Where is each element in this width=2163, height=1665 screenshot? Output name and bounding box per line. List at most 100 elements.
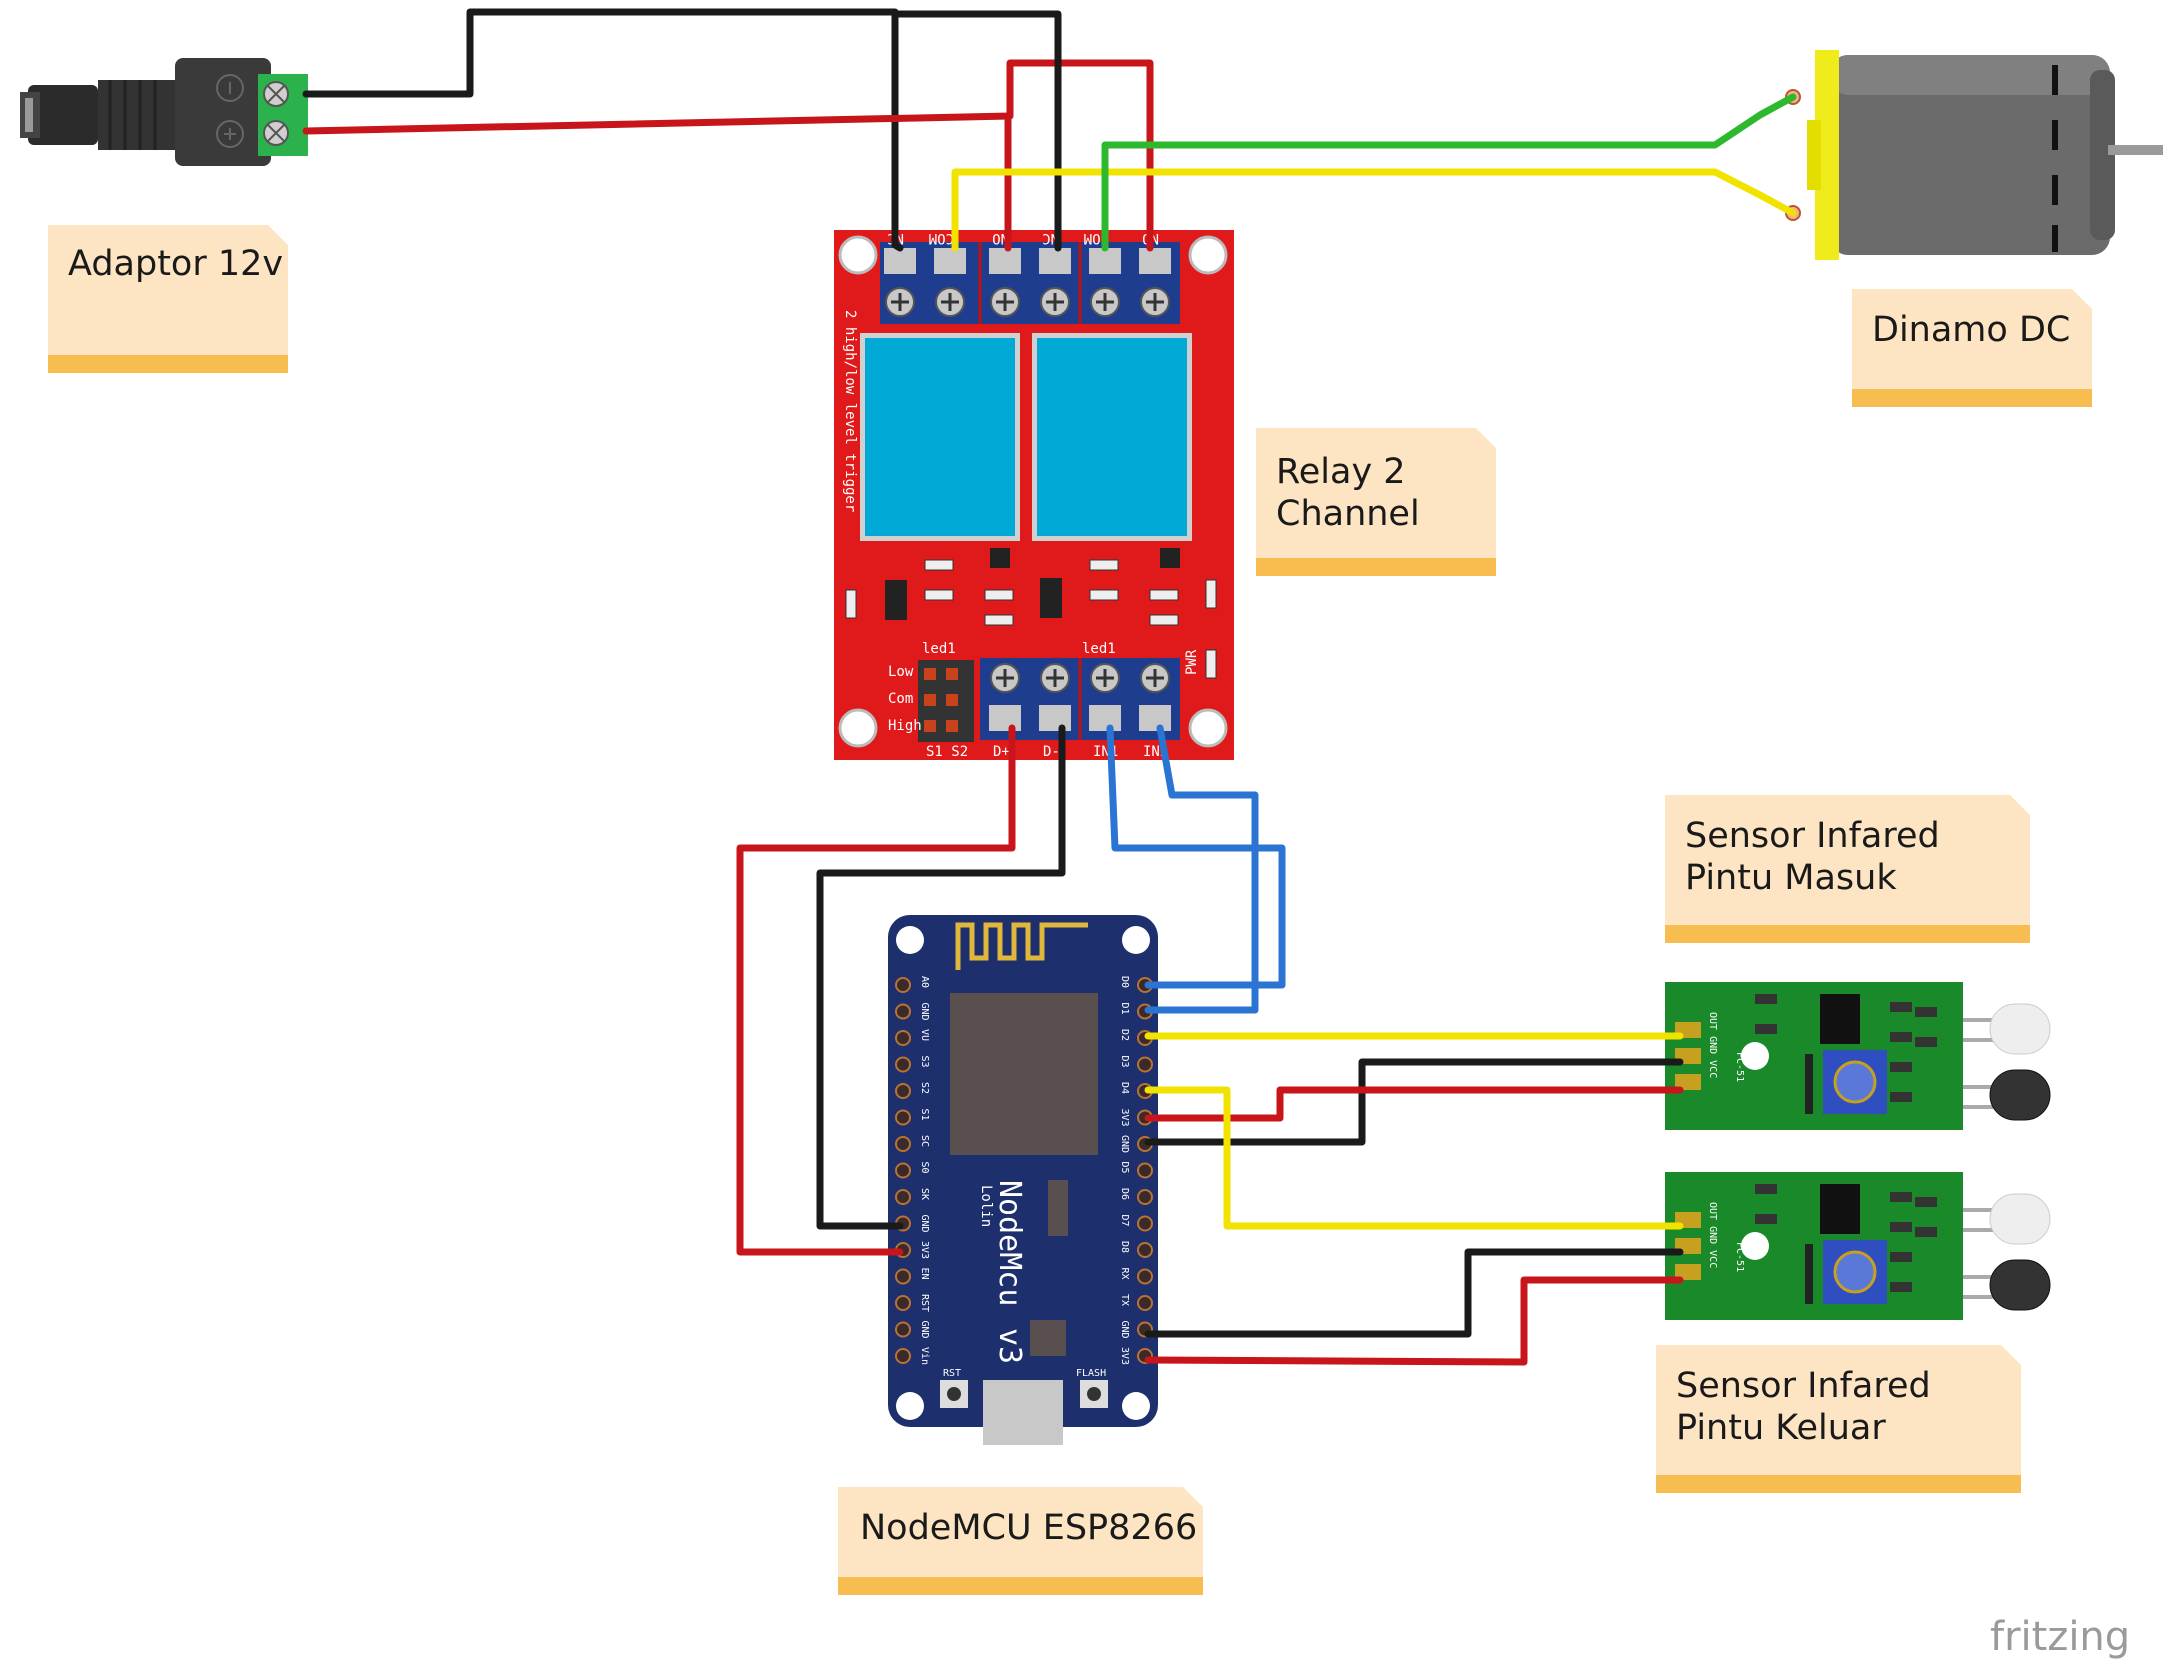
nodemcu-pin-label: S0	[919, 1162, 930, 1174]
ir-receiver-led	[1989, 1069, 2051, 1121]
note-adaptor-text: Adaptor 12v	[68, 244, 283, 284]
nodemcu-pin-label: SK	[919, 1188, 930, 1200]
jumper-pin	[946, 694, 958, 706]
sensor-pot-knob	[1833, 1250, 1877, 1294]
nodemcu-pin-hole	[895, 1321, 911, 1338]
nodemcu-pin-hole	[895, 1295, 911, 1311]
nodemcu-pin-label: GND	[1119, 1135, 1130, 1153]
sensor-pin	[1675, 1264, 1701, 1280]
sensor-smd	[1755, 1184, 1777, 1194]
nodemcu-pin-hole	[895, 1136, 911, 1152]
nodemcu-pin-label: GND	[919, 1321, 930, 1339]
nodemcu-pin-label: 3V3	[919, 1241, 930, 1259]
jumper-pin	[946, 668, 958, 680]
wire-sensor2-out	[1144, 1086, 1684, 1230]
nodemcu-pin-label: RST	[919, 1294, 930, 1312]
dc-motor	[1785, 50, 2163, 260]
sensor-smd	[1755, 1024, 1777, 1034]
nodemcu-pin-label: D2	[1119, 1029, 1130, 1041]
relay-top-pin-label: COM	[929, 230, 954, 246]
nodemcu-pin-label: 3V3	[1119, 1109, 1130, 1127]
jumper-pin	[924, 694, 936, 706]
sensor-component	[1805, 1244, 1813, 1304]
sensor-smd	[1915, 1227, 1937, 1237]
jumper-pin	[924, 668, 936, 680]
wire-relay-black	[891, 10, 1062, 252]
note-sensor-keluar-line1: Sensor Infared	[1676, 1366, 1931, 1406]
nodemcu-pin-hole	[1137, 1189, 1153, 1205]
relay-top-screw-icon	[1040, 287, 1070, 317]
note-adaptor: Adaptor 12v	[48, 225, 288, 373]
sensor-smd	[1915, 1037, 1937, 1047]
note-sensor-masuk: Sensor Infared Pintu Masuk	[1665, 795, 2030, 943]
jumper-pin	[946, 720, 958, 732]
sensor-pin-label: OUT GND VCC	[1707, 1012, 1718, 1078]
relay-bottom-pin-label: D-	[1043, 744, 1060, 760]
relay-bottom-pin-socket	[1089, 705, 1121, 731]
relay-top-screw-icon	[990, 287, 1020, 317]
nodemcu-pin-label: D0	[1119, 976, 1130, 988]
nodemcu-pin-label: 3V3	[1119, 1347, 1130, 1365]
nodemcu-version: v3	[992, 1328, 1027, 1364]
wire-sensor2-vcc	[1144, 1276, 1684, 1366]
nodemcu-pin-label: SC	[919, 1135, 930, 1147]
wire-sensor2-gnd	[1144, 1248, 1684, 1338]
nodemcu-pin-hole	[895, 1030, 911, 1046]
nodemcu-subtitle: Lolin	[978, 1185, 994, 1227]
sensor-smd	[1890, 1092, 1912, 1102]
nodemcu-pin-label: D8	[1119, 1241, 1130, 1253]
nodemcu-pin-hole	[895, 1189, 911, 1205]
sensor-ic	[1820, 1184, 1860, 1234]
note-dinamo: Dinamo DC	[1852, 289, 2092, 407]
relay-top-pin-socket	[989, 248, 1021, 274]
sensor-board	[1665, 1172, 1963, 1320]
sensor-smd	[1755, 994, 1777, 1004]
sensor-smd	[1890, 1192, 1912, 1202]
sensor-smd	[1890, 1032, 1912, 1042]
sensor-model-label: FC-51	[1734, 1242, 1745, 1272]
nodemcu-pin-label: D7	[1119, 1215, 1130, 1227]
nodemcu-pin-hole	[895, 1003, 911, 1020]
wires	[302, 8, 1797, 1366]
note-nodemcu: NodeMCU ESP8266	[838, 1487, 1203, 1595]
wire-adaptor-vcc	[302, 59, 1154, 252]
sensor-pot-knob	[1833, 1060, 1877, 1104]
ir-receiver-led	[1989, 1259, 2051, 1311]
nodemcu-pin-hole	[895, 1056, 911, 1073]
wire-relay-dcminus	[816, 724, 1066, 1230]
nodemcu-pin-label: VU	[919, 1029, 930, 1041]
relay-side-text: 2 high/low level trigger	[842, 310, 858, 512]
nodemcu-pin-label: D3	[1119, 1056, 1130, 1068]
wire-relay-in1	[1106, 724, 1286, 989]
nodemcu-pin-label: EN	[919, 1268, 930, 1280]
relay-top-screw-icon	[935, 287, 965, 317]
note-sensor-masuk-line1: Sensor Infared	[1685, 816, 1940, 856]
jumper-row-label: Low	[888, 664, 914, 680]
relay-bottom-screw-icon	[990, 663, 1020, 693]
nodemcu-pin-label: A0	[919, 976, 930, 988]
nodemcu-rst-label: RST	[943, 1368, 961, 1379]
relay-bottom-screw-icon	[1040, 663, 1070, 693]
wire-adaptor-gnd	[302, 8, 904, 252]
note-nodemcu-text: NodeMCU ESP8266	[860, 1508, 1197, 1548]
nodemcu-pin-hole	[895, 1083, 911, 1099]
note-relay-line1: Relay 2	[1276, 452, 1406, 492]
relay-bottom-pin-socket	[1039, 705, 1071, 731]
sensor-model-label: FC-51	[1734, 1052, 1745, 1082]
sensor-smd	[1915, 1007, 1937, 1017]
sensor-mount-hole	[1741, 1232, 1769, 1260]
nodemcu-pin-hole	[1137, 1242, 1153, 1258]
jumper-pin	[924, 720, 936, 732]
relay-led-left: led1	[922, 641, 956, 657]
sensor-smd	[1890, 1062, 1912, 1072]
sensor-board	[1665, 982, 1963, 1130]
fritzing-watermark: fritzing	[1990, 1614, 2130, 1660]
sensor-smd	[1755, 1214, 1777, 1224]
nodemcu-pin-label: GND	[919, 1003, 930, 1021]
nodemcu-pin-hole	[895, 1162, 911, 1179]
sensor-smd	[1915, 1197, 1937, 1207]
note-sensor-masuk-line2: Pintu Masuk	[1685, 858, 1897, 898]
note-relay: Relay 2 Channel	[1256, 428, 1496, 576]
